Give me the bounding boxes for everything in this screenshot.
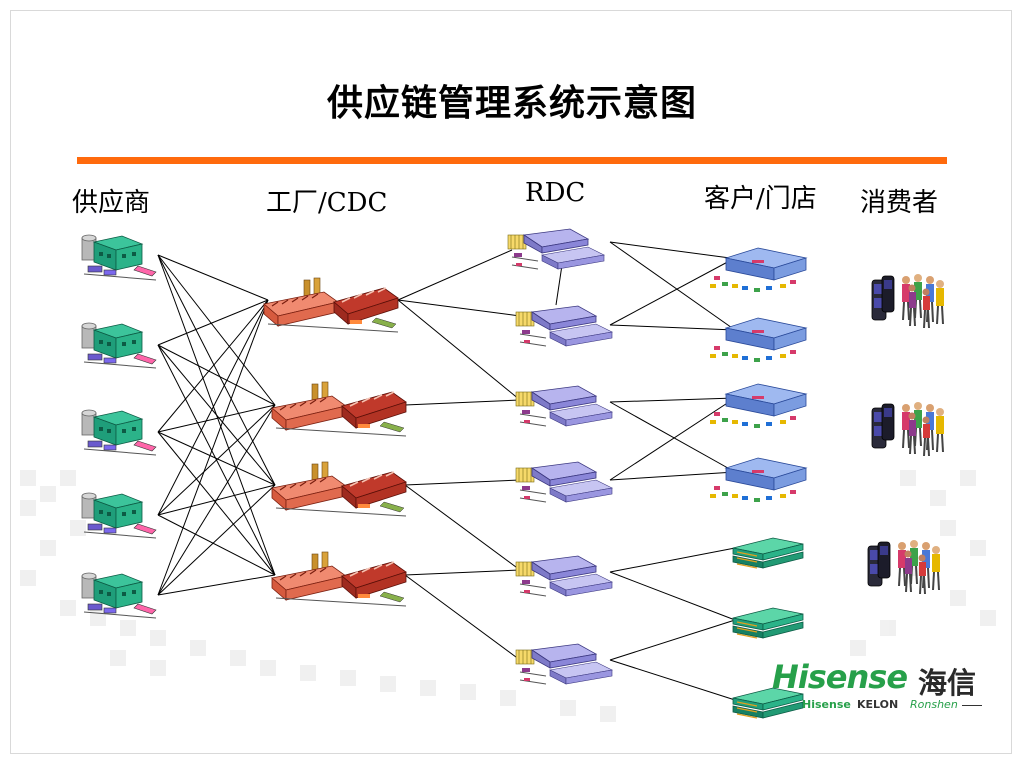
store-icon <box>709 383 807 429</box>
supplier-plant-icon <box>81 409 157 456</box>
warehouse-icon <box>515 643 613 685</box>
supplier-plant-icon <box>81 322 157 369</box>
store-icon <box>709 457 807 503</box>
column-label-rdc: RDC <box>525 178 586 208</box>
column-label-customer: 客户/门店 <box>704 184 817 214</box>
logo-sub-ronshen: Ronshen <box>910 698 958 711</box>
store-icon <box>709 317 807 363</box>
column-label-consumer: 消费者 <box>860 188 939 218</box>
title-divider <box>77 157 947 164</box>
supplier-plant-icon <box>81 492 157 539</box>
stacked-store-icon <box>732 607 804 639</box>
slide-border <box>10 10 1012 754</box>
factory-icon <box>263 277 399 333</box>
consumer-group-icon <box>871 273 945 329</box>
consumer-group-icon <box>867 539 941 595</box>
logo-sub-kelon: KELON <box>857 698 899 711</box>
warehouse-icon <box>515 305 613 347</box>
column-label-supplier: 供应商 <box>72 188 151 218</box>
logo-wordmark: Hisense <box>772 658 908 696</box>
stacked-store-icon <box>732 537 804 569</box>
store-icon <box>709 247 807 293</box>
logo-rule <box>962 705 982 706</box>
logo-chinese-wordmark: 海信 <box>918 666 977 700</box>
warehouse-icon <box>515 385 613 427</box>
connection-lines <box>157 241 736 701</box>
factory-icon <box>271 381 407 437</box>
warehouse-icon <box>507 228 605 270</box>
consumer-group-icon <box>871 401 945 457</box>
background-mosaic <box>20 470 996 722</box>
supplier-plant-icon <box>81 234 157 281</box>
page-title: 供应链管理系统示意图 <box>326 83 697 124</box>
logo-sub-hisense: Hisense <box>802 698 851 711</box>
warehouse-icon <box>515 461 613 503</box>
warehouse-icon <box>515 555 613 597</box>
factory-icon <box>271 461 407 517</box>
hisense-logo: Hisense 海信 Hisense KELON Ronshen <box>772 658 1002 718</box>
column-label-factory: 工厂/CDC <box>266 188 388 218</box>
factory-icon <box>271 551 407 607</box>
